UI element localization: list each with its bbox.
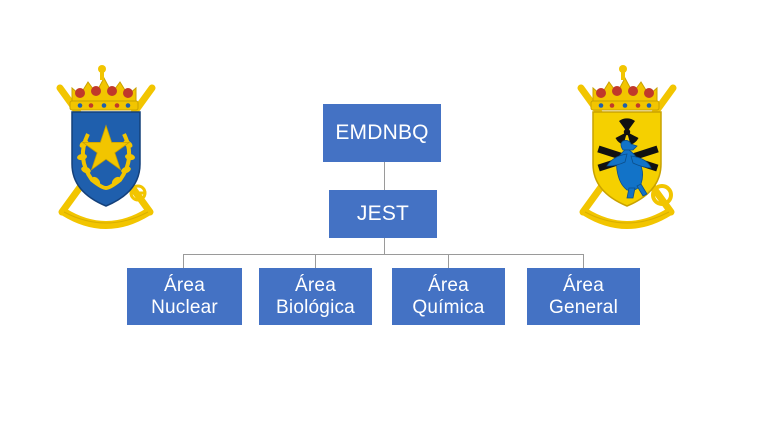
org-node-area-quimica-line2: Química xyxy=(412,296,485,318)
connector-drop-biologica xyxy=(315,254,316,268)
connector-horizontal-bus xyxy=(183,254,584,255)
motto-scroll-right xyxy=(581,208,673,229)
connector-drop-quimica xyxy=(448,254,449,268)
org-node-area-biologica-line1: Área xyxy=(295,275,336,297)
org-node-jest-label: JEST xyxy=(356,202,410,226)
yellow-shield-right xyxy=(592,111,662,207)
org-node-area-general-line1: Área xyxy=(563,275,604,297)
org-node-root[interactable]: EMDNBQ xyxy=(323,104,441,162)
motto-scroll-left xyxy=(60,208,152,229)
org-node-area-nuclear-line1: Área xyxy=(164,275,205,297)
org-node-area-general[interactable]: Área General xyxy=(527,268,640,325)
connector-drop-nuclear xyxy=(183,254,184,268)
org-node-root-label: EMDNBQ xyxy=(335,121,429,145)
org-node-area-biologica[interactable]: Área Biológica xyxy=(259,268,372,325)
org-node-area-quimica[interactable]: Área Química xyxy=(392,268,505,325)
org-node-area-nuclear-line2: Nuclear xyxy=(151,296,218,318)
connector-drop-general xyxy=(583,254,584,268)
connector-jest-down xyxy=(384,238,385,254)
royal-crown-icon-right xyxy=(590,65,660,111)
org-node-jest[interactable]: JEST xyxy=(329,190,437,238)
military-emblem-right xyxy=(567,62,687,238)
org-node-area-biologica-line2: Biológica xyxy=(276,296,355,318)
military-emblem-left xyxy=(46,62,166,238)
connector-root-to-jest xyxy=(384,162,385,190)
blue-shield-left xyxy=(71,111,141,207)
royal-crown-icon-left xyxy=(69,65,139,111)
org-node-area-nuclear[interactable]: Área Nuclear xyxy=(127,268,242,325)
blue-griffin xyxy=(606,140,652,199)
org-node-area-general-line2: General xyxy=(549,296,618,318)
org-node-area-quimica-line1: Área xyxy=(428,275,469,297)
